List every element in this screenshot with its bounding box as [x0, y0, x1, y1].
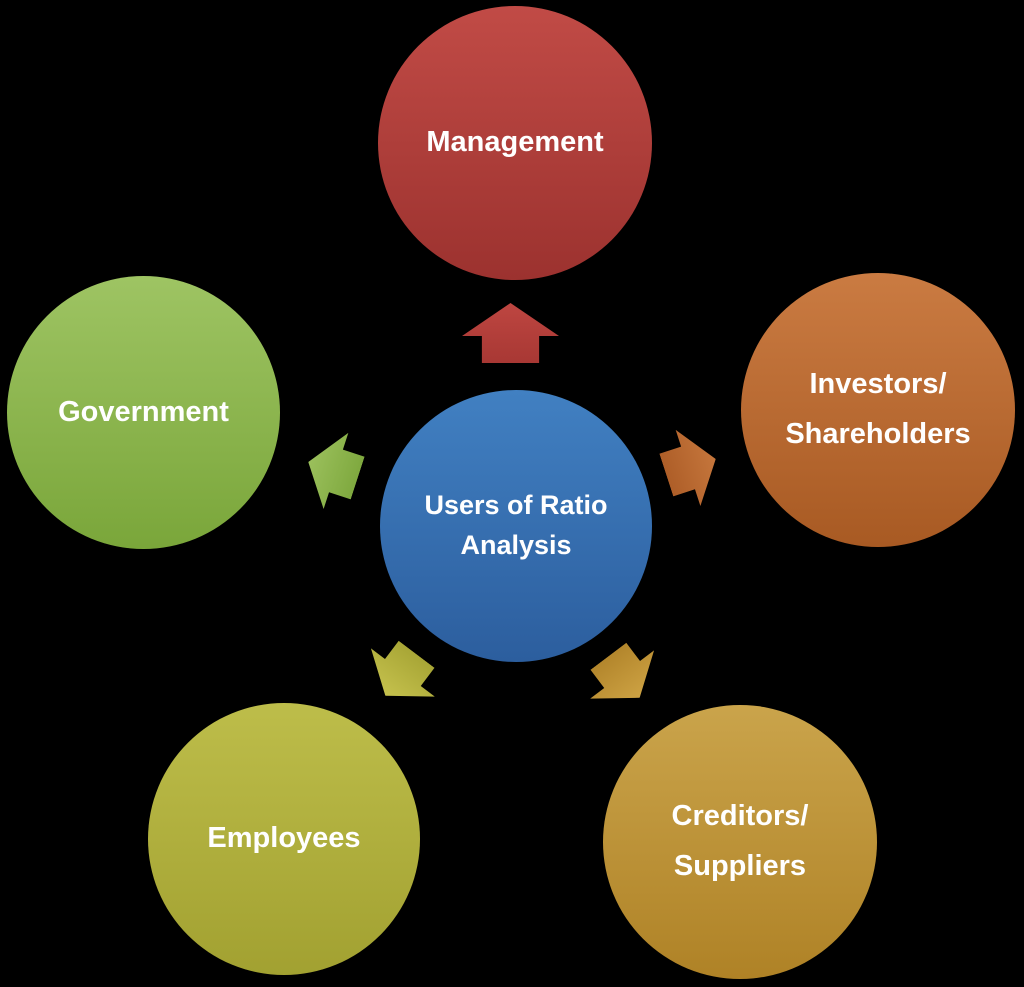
node-investors-shareholders: Investors/ Shareholders [741, 273, 1015, 547]
arrow-up-icon [462, 303, 559, 363]
node-management-label: Management [426, 126, 604, 159]
node-management: Management [378, 6, 652, 280]
arrow-down-right-icon [576, 632, 671, 722]
node-creditors-suppliers-label: Creditors/ Suppliers [671, 800, 809, 882]
node-employees: Employees [148, 703, 420, 975]
node-government: Government [7, 276, 280, 549]
node-employees-label: Employees [207, 822, 361, 855]
node-government-label: Government [58, 395, 229, 428]
node-investors-shareholders-label: Investors/ Shareholders [785, 368, 971, 450]
arrow-down-left-icon [353, 630, 448, 720]
node-creditors-suppliers: Creditors/ Suppliers [603, 705, 877, 979]
node-center-users-of-ratio-analysis: Users of Ratio Analysis [380, 390, 652, 662]
arrow-right-icon [654, 421, 728, 513]
node-center-label: Users of Ratio Analysis [424, 490, 608, 560]
arrow-left-icon [296, 424, 370, 516]
